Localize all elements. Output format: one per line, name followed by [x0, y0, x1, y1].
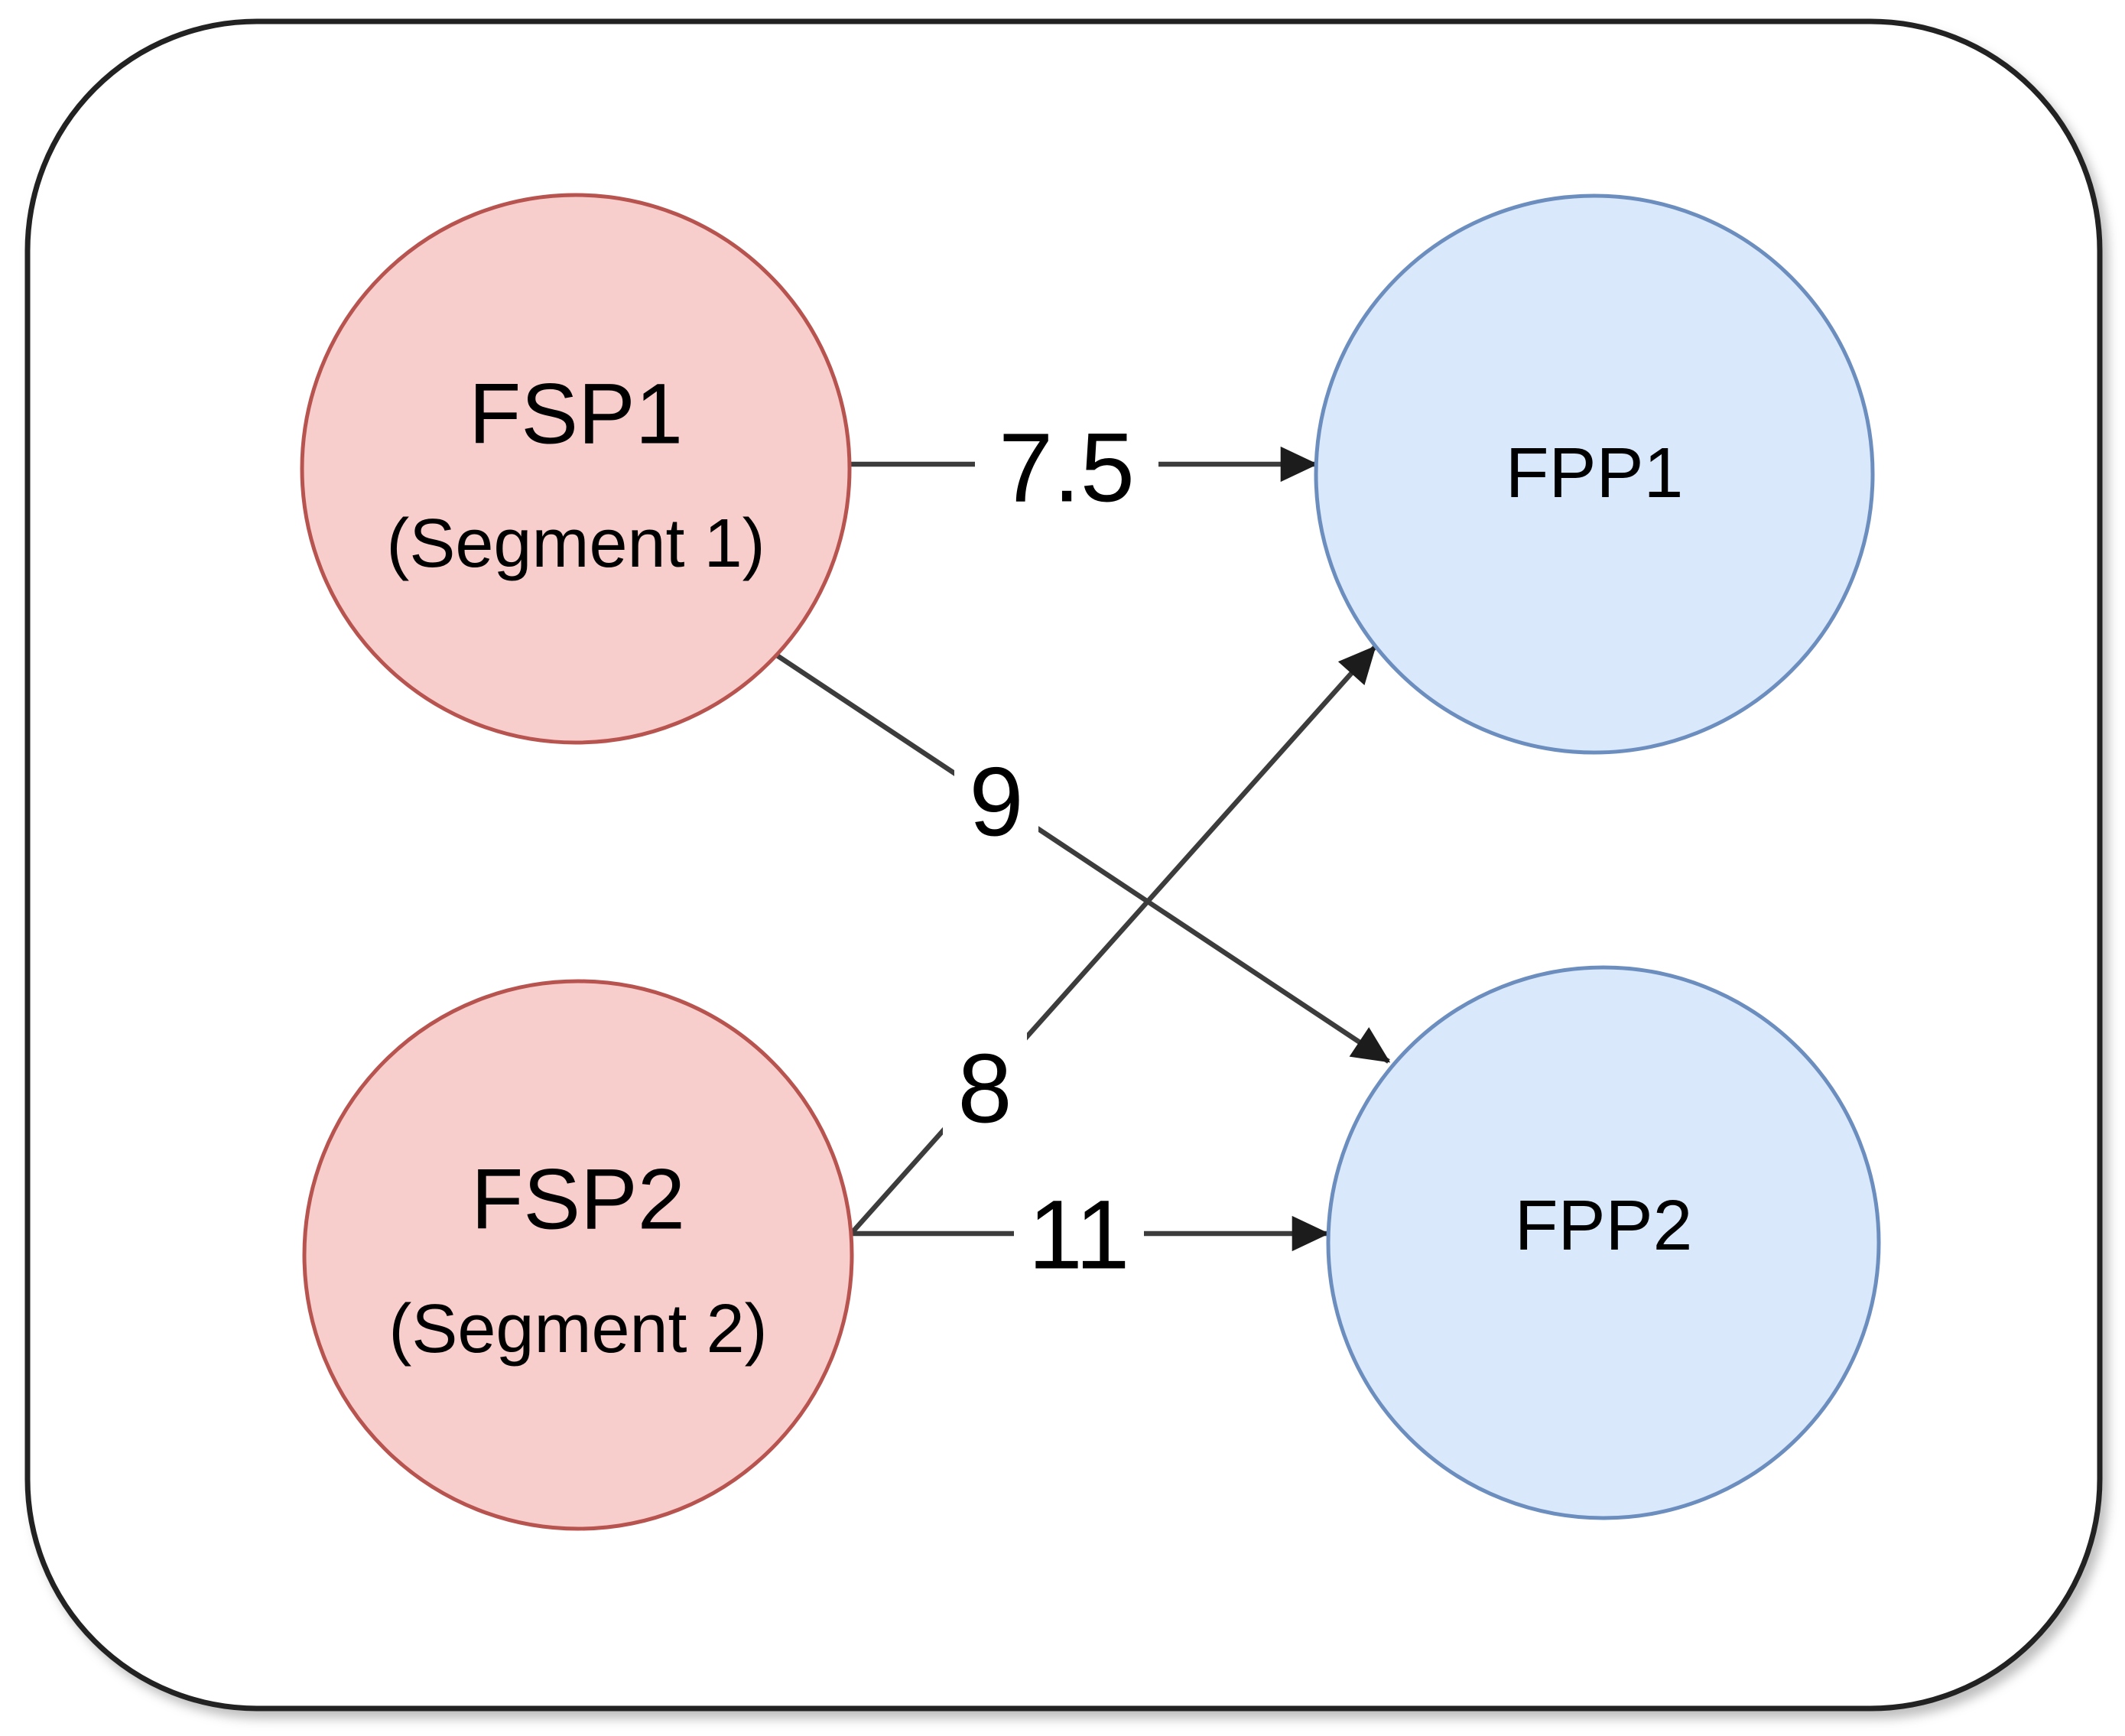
edge-label-layer: 7.5 9 8 11 — [943, 413, 1158, 1290]
node-fsp1-circle — [300, 193, 852, 745]
edge-fsp2-fpp1-line — [850, 645, 1377, 1235]
edge-fsp1-fpp1-weight-label: 7.5 — [999, 414, 1135, 523]
node-fsp2-label: FSP2 — [471, 1152, 685, 1247]
node-fsp2-circle — [302, 979, 854, 1531]
node-fpp1-label: FPP1 — [1506, 433, 1684, 512]
node-fpp2: FPP2 — [1326, 965, 1881, 1520]
edge-fsp2-fpp2-weight-label: 11 — [1028, 1181, 1130, 1290]
node-fpp1: FPP1 — [1314, 193, 1875, 755]
edge-fsp1-fpp2-line — [775, 653, 1391, 1064]
edge-fsp2-fpp1-weight-label: 8 — [957, 1035, 1012, 1144]
node-fsp1-sublabel: (Segment 1) — [386, 506, 765, 582]
node-layer: FSP1 (Segment 1) FPP1 FSP2 (Segment 2) F… — [300, 193, 1881, 1531]
node-fsp1: FSP1 (Segment 1) — [300, 193, 852, 745]
node-fpp2-label: FPP2 — [1515, 1185, 1693, 1265]
node-fpp2-circle — [1326, 965, 1881, 1520]
edge-fsp2-fpp2-label-bg — [1014, 1182, 1144, 1289]
edge-fsp2-fpp1-label-bg — [943, 1033, 1027, 1145]
edge-fsp1-fpp2-weight-label: 9 — [969, 748, 1023, 857]
node-fsp2: FSP2 (Segment 2) — [302, 979, 854, 1531]
node-fpp1-circle — [1314, 193, 1875, 755]
edge-fsp1-fpp1-label-bg — [975, 413, 1158, 520]
node-fsp1-label: FSP1 — [469, 366, 683, 462]
edge-fsp1-fpp2-label-bg — [954, 746, 1038, 858]
node-fsp2-sublabel: (Segment 2) — [388, 1291, 767, 1367]
